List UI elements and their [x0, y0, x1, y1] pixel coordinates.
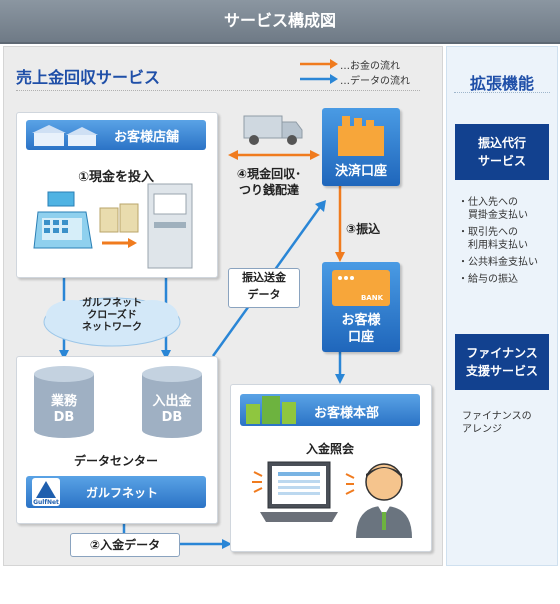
customer-account-line1: お客様: [341, 313, 381, 328]
business-db-line1: 業務: [50, 394, 77, 409]
deposit-machine-icon: [147, 183, 193, 269]
side-list-item: ・給与の振込: [458, 273, 538, 286]
finance-note-line2: アレンジ: [462, 424, 502, 435]
money-flow-legend-head: [330, 59, 338, 69]
store-building-icon: [32, 125, 98, 146]
customer-account-box: BANK お客様 口座: [322, 262, 400, 352]
bank-card-text: BANK: [361, 294, 384, 302]
divider: [16, 90, 420, 91]
side-list-item: ・公共料金支払い: [458, 256, 538, 269]
database-icons: [34, 366, 202, 438]
transfer-data-label: 振込送金 データ: [228, 268, 300, 308]
payment-db-line1: 入出金: [152, 394, 192, 409]
gulfnet-label: ガルフネット: [86, 486, 159, 500]
side-list-item: ・取引先への 利用料支払い: [458, 226, 538, 252]
transfer-agency-line1: 振込代行: [477, 136, 526, 150]
gulfnet-logo-icon: GulfNet: [32, 478, 60, 506]
gulfnet-bar: GulfNet ガルフネット: [26, 476, 206, 508]
step4-line1: ④現金回収･: [236, 167, 302, 181]
cash-register-icon: [33, 191, 93, 249]
payment-db-line2: DB: [161, 410, 183, 425]
laptop-icon: [252, 461, 338, 522]
side-list-item: ・仕入先への 買掛金支払い: [458, 196, 538, 222]
hq-caption: 入金照会: [305, 442, 354, 456]
side-list-item-1-line2: 買掛金支払い: [458, 210, 528, 221]
settlement-label: 決済口座: [334, 164, 387, 179]
store-header: お客様店舗: [26, 120, 206, 150]
hq-label: お客様本部: [314, 406, 380, 421]
data-flow-legend-head: [330, 74, 338, 84]
datacenter-caption: データセンター: [73, 454, 158, 468]
finance-support-line2: 支援サービス: [465, 364, 538, 378]
main-title: 売上金回収サービス: [16, 68, 161, 87]
office-building-icon: [246, 396, 296, 424]
side-list-item-2-line1: ・取引先への: [458, 227, 518, 238]
settlement-box: 決済口座: [322, 108, 400, 186]
business-db-icon: [34, 366, 94, 438]
side-list-item-1-line1: ・仕入先への: [458, 197, 518, 208]
transfer-data-line1: 振込送金: [242, 271, 286, 284]
side-divider: [454, 92, 550, 93]
person-icon: [345, 463, 412, 538]
legend-arrows: [300, 59, 338, 84]
network-label: ガルフネット クローズド ネットワーク: [42, 298, 182, 334]
bank-building-icon: [338, 116, 384, 156]
gulfnet-logo-text: GulfNet: [33, 499, 59, 506]
network-line3: ネットワーク: [82, 322, 142, 333]
bank-card-icon: BANK: [332, 270, 390, 306]
step1-label: ①現金を投入: [77, 170, 154, 185]
step4-line2: つり銭配達: [238, 183, 299, 197]
finance-note-line1: ファイナンスの: [462, 411, 532, 422]
legend-data: …データの流れ: [340, 76, 410, 87]
payment-db-label: 入出金 DB: [142, 394, 202, 426]
step4-label: ④現金回収･ つり銭配達: [214, 166, 324, 198]
deposit-arrow-icon: [102, 238, 137, 248]
transfer-agency-box: 振込代行 サービス: [455, 124, 549, 180]
finance-support-box: ファイナンス 支援サービス: [455, 334, 549, 390]
side-list-item-3-line1: ・公共料金支払い: [458, 257, 538, 268]
network-cloud-icon: [43, 297, 181, 347]
business-db-line2: DB: [53, 410, 75, 425]
transfer-agency-line2: サービス: [477, 154, 526, 168]
side-list-item-2-line2: 利用料支払い: [458, 240, 528, 251]
step3-label: ③振込: [346, 222, 381, 236]
network-line1: ガルフネット: [82, 298, 142, 309]
hq-header: お客様本部: [240, 394, 420, 426]
transfer-data-line2: データ: [247, 288, 281, 301]
step2-label: ②入金データ: [70, 533, 180, 557]
network-line2: クローズド: [87, 310, 137, 321]
legend-money: …お金の流れ: [340, 61, 400, 72]
side-list-item-4-line1: ・給与の振込: [458, 274, 518, 285]
side-title: 拡張機能: [469, 74, 534, 93]
finance-note: ファイナンスの アレンジ: [462, 410, 532, 436]
delivery-truck-icon: [243, 115, 303, 145]
finance-support-line1: ファイナンス: [466, 346, 538, 360]
store-label: お客様店舗: [114, 130, 180, 145]
business-db-label: 業務 DB: [34, 394, 94, 426]
payment-db-icon: [142, 366, 202, 438]
side-list: ・仕入先への 買掛金支払い ・取引先への 利用料支払い ・公共料金支払い ・給与…: [458, 196, 538, 286]
cash-bills-icon: [99, 203, 139, 233]
customer-account-line2: 口座: [347, 330, 374, 345]
diagram-title: サービス構成図: [0, 0, 560, 44]
customer-account-label: お客様 口座: [322, 312, 400, 346]
